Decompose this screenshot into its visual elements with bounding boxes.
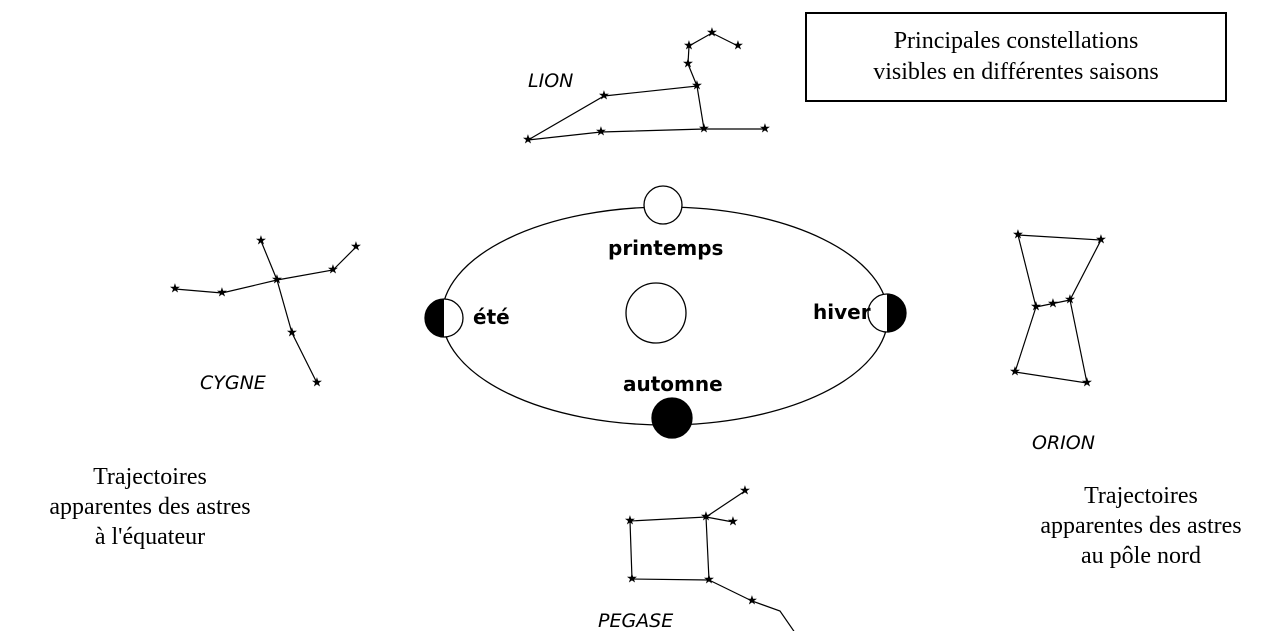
star-icon: ★	[626, 572, 638, 587]
earth-icon-printemps	[643, 185, 683, 225]
star-icon: ★	[1095, 233, 1107, 248]
caption-left-line-3: à l'équateur	[94, 524, 206, 550]
title-box: Principales constellations visibles en d…	[805, 12, 1227, 102]
caption-right-line-3: au pôle nord	[1081, 543, 1201, 569]
star-icon: ★	[1081, 376, 1093, 391]
star-icon: ★	[1030, 300, 1042, 315]
star-icon: ★	[700, 510, 712, 525]
caption-right-line-1: Trajectoires	[1084, 483, 1198, 509]
title-line-2: visibles en différentes saisons	[873, 59, 1159, 85]
constellation-cygne	[174, 240, 357, 384]
earth-icon-automne	[651, 397, 693, 439]
label-cygne: CYGNE	[200, 372, 266, 394]
caption-left: Trajectoires apparentes des astres à l'é…	[0, 462, 300, 552]
lion-stars: ★ ★ ★ ★ ★ ★ ★ ★ ★ ★	[522, 26, 771, 148]
star-icon: ★	[624, 514, 636, 529]
earth-icon-hiver	[867, 293, 907, 333]
cygne-stars: ★ ★ ★ ★ ★ ★ ★ ★	[169, 234, 362, 391]
star-icon: ★	[698, 122, 710, 137]
label-hiver: hiver	[813, 300, 871, 324]
constellation-orion	[1014, 234, 1102, 384]
title-line-1: Principales constellations	[893, 28, 1139, 54]
star-icon: ★	[746, 594, 758, 609]
caption-right-line-2: apparentes des astres	[1040, 513, 1242, 539]
star-icon: ★	[1047, 297, 1059, 312]
star-icon: ★	[255, 234, 267, 249]
star-icon: ★	[327, 263, 339, 278]
label-ete: été	[473, 305, 510, 329]
label-automne: automne	[623, 372, 723, 396]
constellation-pegase	[629, 490, 795, 631]
label-lion: LION	[528, 70, 573, 92]
caption-left-line-2: apparentes des astres	[49, 494, 251, 520]
pegase-stars: ★ ★ ★ ★ ★ ★ ★ ★	[624, 484, 758, 609]
star-icon: ★	[703, 573, 715, 588]
star-icon: ★	[216, 286, 228, 301]
label-orion: ORION	[1032, 432, 1095, 454]
star-icon: ★	[683, 39, 695, 54]
constellation-lion	[527, 32, 765, 141]
star-icon: ★	[732, 39, 744, 54]
caption-right: Trajectoires apparentes des astres au pô…	[995, 481, 1287, 571]
star-icon: ★	[169, 282, 181, 297]
star-icon: ★	[598, 89, 610, 104]
star-icon: ★	[759, 122, 771, 137]
star-icon: ★	[311, 376, 323, 391]
star-icon: ★	[1012, 228, 1024, 243]
sun-icon	[625, 282, 687, 344]
earth-icon-ete	[424, 298, 464, 338]
star-icon: ★	[691, 79, 703, 94]
star-icon: ★	[727, 515, 739, 530]
label-printemps: printemps	[608, 236, 723, 260]
star-icon: ★	[682, 57, 694, 72]
star-icon: ★	[739, 484, 751, 499]
orion-stars: ★ ★ ★ ★ ★ ★ ★	[1009, 228, 1107, 391]
star-icon: ★	[1009, 365, 1021, 380]
star-icon: ★	[1064, 293, 1076, 308]
star-icon: ★	[706, 26, 718, 41]
star-icon: ★	[522, 133, 534, 148]
star-icon: ★	[350, 240, 362, 255]
star-icon: ★	[595, 125, 607, 140]
caption-left-line-1: Trajectoires	[93, 464, 207, 490]
star-icon: ★	[286, 326, 298, 341]
label-pegase: PEGASE	[598, 610, 673, 631]
star-icon: ★	[271, 273, 283, 288]
